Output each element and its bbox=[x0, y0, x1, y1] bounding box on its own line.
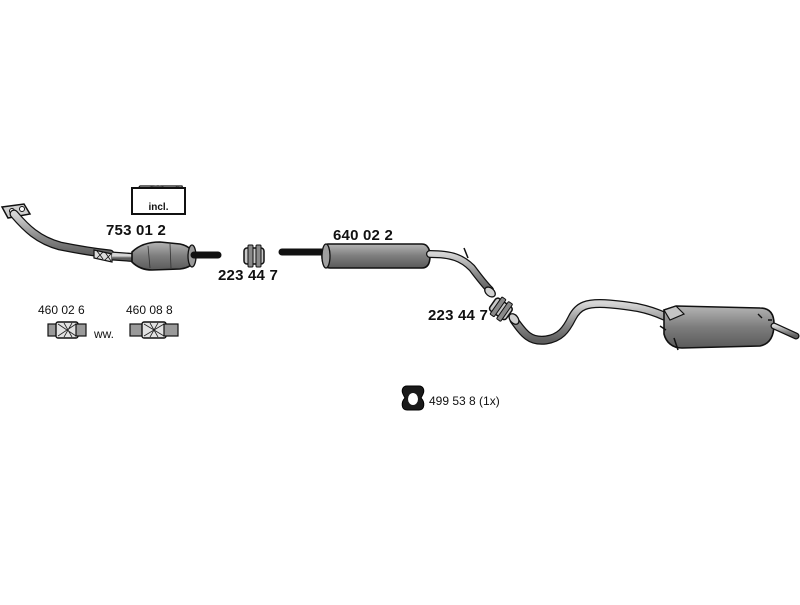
label-clamp-right: 223 44 7 bbox=[428, 307, 488, 324]
label-flex-pipe-a: 460 02 6 bbox=[38, 303, 85, 317]
flex-pipe-icon[interactable] bbox=[47, 321, 87, 339]
label-flex-pipe-b: 460 08 8 bbox=[126, 303, 173, 317]
incl-badge: incl. bbox=[131, 187, 186, 215]
label-middle-silencer: 640 02 2 bbox=[333, 227, 393, 244]
label-clamp-left: 223 44 7 bbox=[218, 267, 278, 284]
label-catalytic-converter: 753 01 2 bbox=[106, 222, 166, 239]
label-alternative: ww. bbox=[94, 327, 115, 341]
clamp-icon[interactable] bbox=[487, 295, 515, 324]
middle-silencer[interactable] bbox=[278, 243, 497, 299]
front-pipe-catalytic-converter[interactable] bbox=[0, 203, 222, 271]
badge-label: incl. bbox=[148, 202, 169, 213]
silencer-icon bbox=[659, 305, 775, 351]
flex-section bbox=[93, 249, 113, 263]
catalytic-converter-icon bbox=[131, 241, 197, 271]
label-rubber-mount: 499 53 8 (1x) bbox=[429, 394, 500, 408]
rear-silencer[interactable] bbox=[507, 299, 800, 351]
flex-pipe-icon[interactable] bbox=[129, 321, 179, 339]
clamp-icon[interactable] bbox=[243, 244, 265, 268]
rubber-mount-icon[interactable] bbox=[401, 385, 425, 411]
silencer-icon bbox=[321, 243, 431, 269]
